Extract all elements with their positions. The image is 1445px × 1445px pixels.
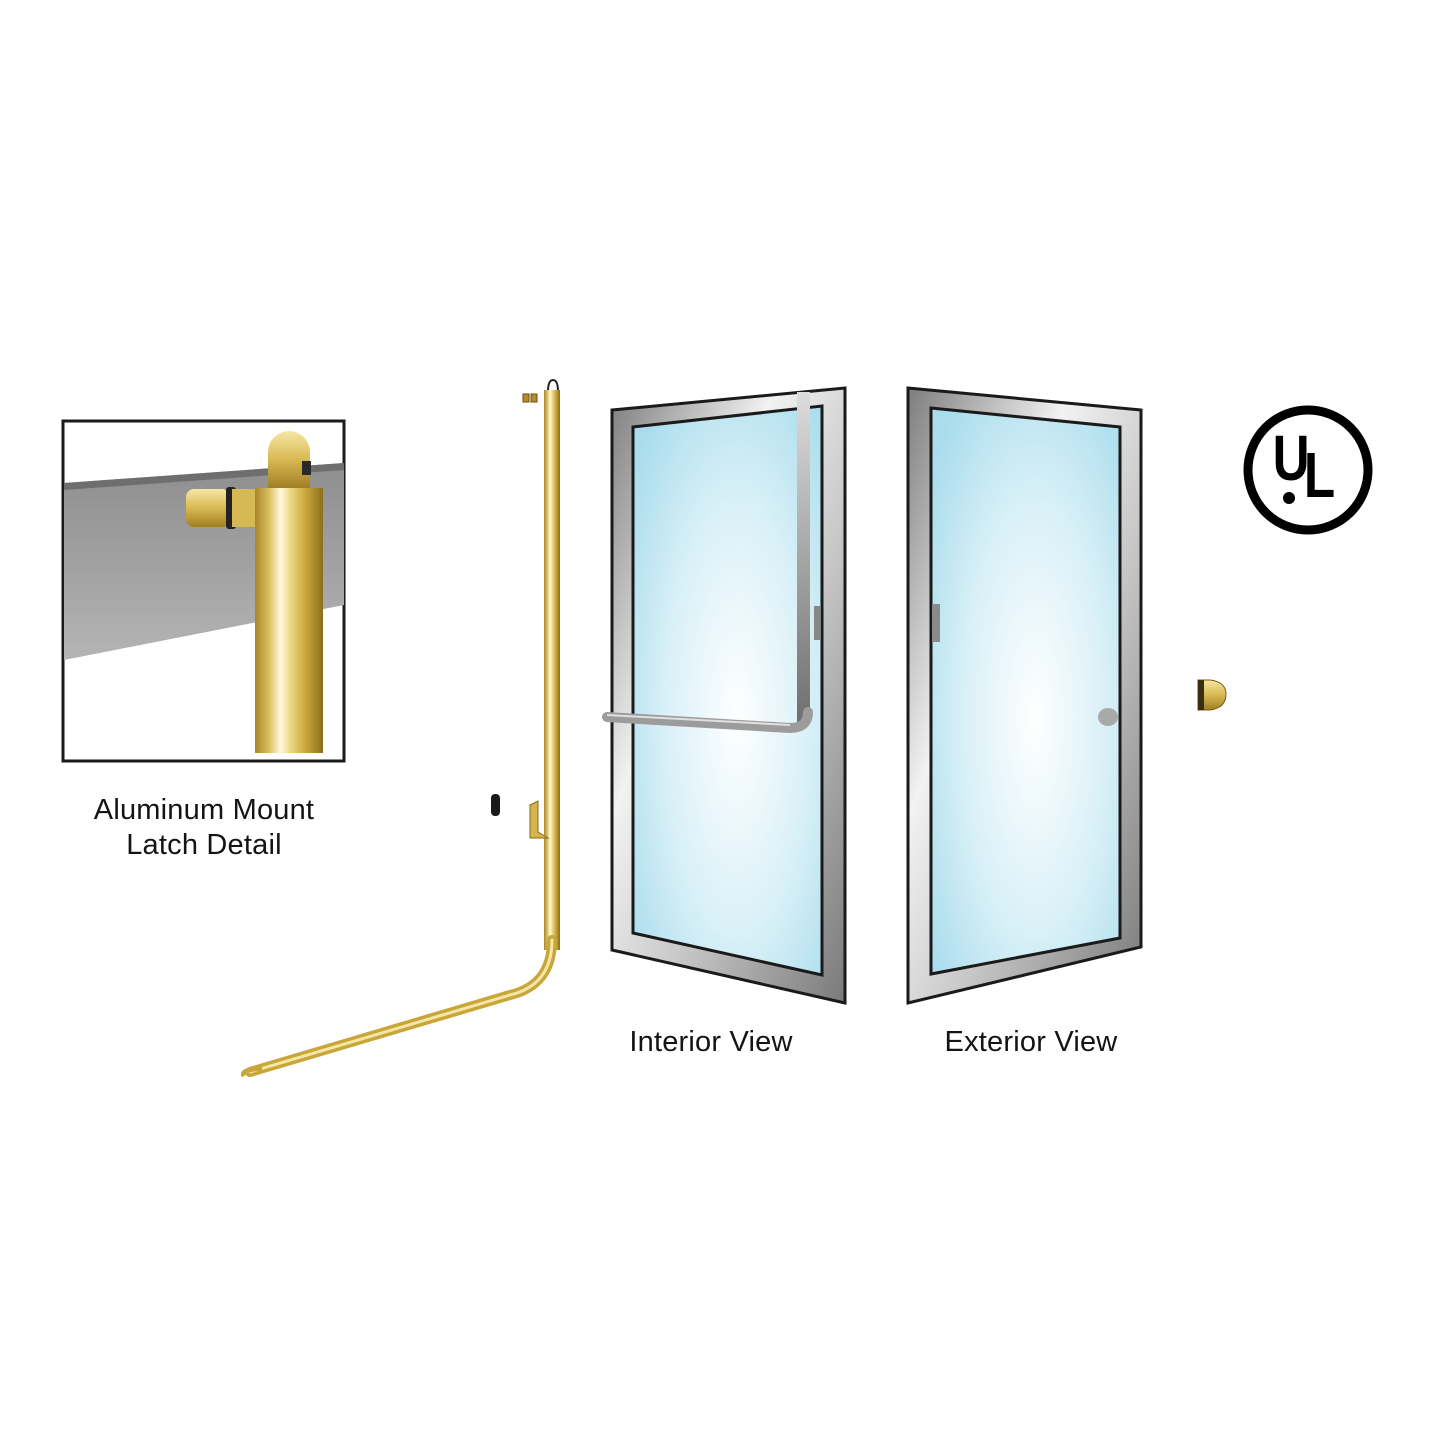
brass-rod-assembly — [240, 378, 560, 1078]
ul-logo-dot — [1283, 492, 1295, 504]
latch-detail-inset — [61, 419, 346, 763]
exterior-view-label: Exterior View — [944, 1026, 1118, 1058]
ul-logo-letter-l: L — [1303, 439, 1336, 511]
ul-logo-letter-u: U — [1272, 422, 1310, 494]
latch-detail-caption-line2: Latch Detail — [126, 829, 282, 861]
exterior-door-illustration — [906, 386, 1143, 1005]
interior-view-label: Interior View — [629, 1026, 793, 1058]
interior-door-illustration — [602, 386, 847, 1005]
ul-listed-icon — [1243, 405, 1373, 535]
latch-detail-caption-line1: Aluminum Mount — [93, 794, 315, 826]
strike-part — [1197, 679, 1227, 711]
